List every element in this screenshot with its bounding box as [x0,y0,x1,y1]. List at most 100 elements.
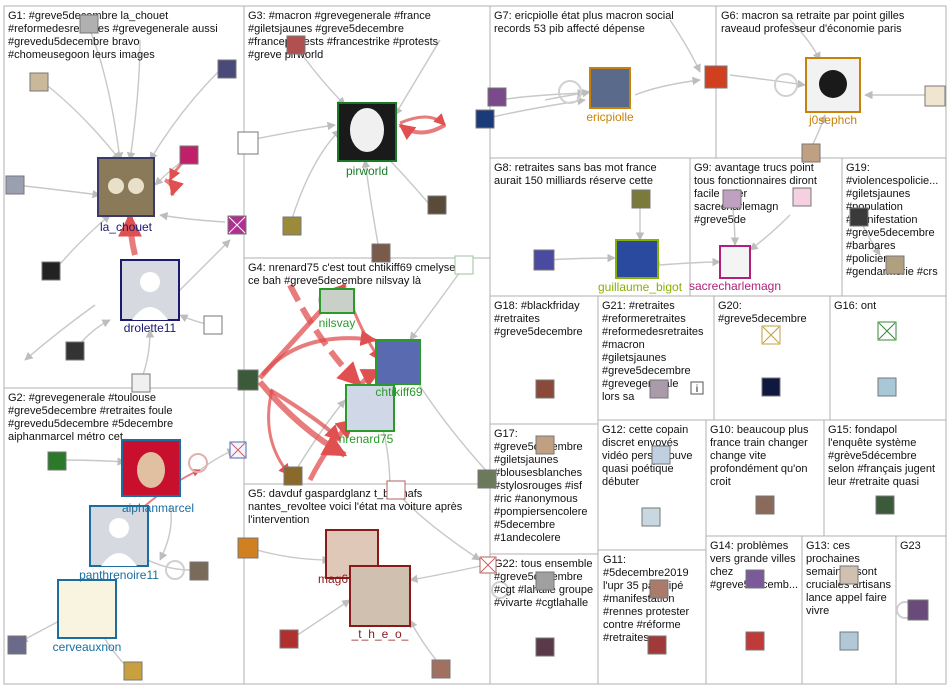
avatar-thumb[interactable] [180,146,198,164]
avatar-thumb[interactable] [6,176,24,194]
group-label-line: ce bah #greve5decembre nilsvay là [248,275,422,287]
node-label[interactable]: sacrecharlemagn [689,279,781,293]
node-avatar-nilsvay[interactable] [320,289,354,313]
node-label[interactable]: guillaume_bigot [598,280,683,294]
avatar-thumb[interactable] [190,562,208,580]
avatar-thumb[interactable] [42,262,60,280]
node-avatar-ericpiolle[interactable] [590,68,630,108]
group-label-line: G17: [494,428,518,440]
node-label[interactable]: chtikiff69 [375,385,422,399]
group-label-line: #reformedesretraites #grevegenerale auss… [8,23,218,35]
avatar-thumb[interactable] [756,496,774,514]
node-label[interactable]: ericpiolle [586,110,634,124]
avatar-thumb[interactable] [840,566,858,584]
avatar-thumb[interactable] [746,570,764,588]
avatar-thumb[interactable] [648,636,666,654]
avatar-thumb[interactable] [284,467,302,485]
node-label[interactable]: _t_h_e_o_ [351,627,409,641]
avatar-thumb[interactable] [478,470,496,488]
node-label[interactable]: panthrenoire11 [79,568,159,582]
avatar-thumb[interactable] [925,86,945,106]
avatar-thumb[interactable] [536,638,554,656]
avatar-thumb[interactable] [536,436,554,454]
avatar-thumb[interactable] [124,662,142,680]
avatar-thumb[interactable] [280,630,298,648]
group-label-line: #pompiersencolere [494,506,588,518]
avatar-thumb[interactable] [66,342,84,360]
node-avatar-guillaume_bigot[interactable] [616,240,658,278]
group-label-line: selon #français jugent [828,463,935,475]
node-label[interactable]: drolette11 [124,321,177,335]
avatar-thumb[interactable] [238,370,258,390]
group-label-line: l'intervention [248,514,309,526]
avatar-thumb[interactable] [428,196,446,214]
avatar-thumb[interactable] [432,660,450,678]
group-label-line: G4: nrenard75 c'est tout chtikiff69 cmel… [248,262,461,274]
node-label[interactable]: aiphanmarcel [122,501,194,515]
group-label-line: #chomeusegoon leurs images [8,49,155,61]
avatar-thumb[interactable] [238,132,258,154]
node-avatar-la_chouet[interactable] [98,158,154,216]
avatar-thumb[interactable] [283,217,301,235]
avatar-thumb[interactable] [908,600,928,620]
node-avatar-sacrecharlemagn[interactable] [720,246,750,278]
avatar-thumb[interactable] [850,208,868,226]
group-label-line: #greve5decembre [602,365,691,377]
node-label[interactable]: pirworld [346,164,388,178]
avatar-thumb[interactable] [48,452,66,470]
avatar-thumb[interactable] [238,538,258,558]
group-label-line: vers grande villes [710,553,796,565]
avatar-thumb[interactable] [8,636,26,654]
node-label[interactable]: nilsvay [319,316,356,330]
avatar-thumb[interactable] [723,190,741,208]
avatar-thumb[interactable] [534,250,554,270]
avatar-thumb[interactable] [372,244,390,262]
group-label-line: aiphanmarcel métro cet [8,431,123,443]
avatar-thumb[interactable] [650,580,668,598]
group-label-line: raveaud professeur d'économie paris [721,23,902,35]
node-label[interactable]: mag6 [318,572,348,586]
group-label-line: #grevedu5decembre #5decembre [8,418,173,430]
avatar-thumb[interactable] [455,256,473,274]
group-label-line: #ric #anonymous [494,493,578,505]
node-avatar-t_h_e_o[interactable] [350,566,410,626]
node-label[interactable]: cerveauxnon [53,640,122,654]
avatar-thumb[interactable] [476,110,494,128]
avatar-thumb[interactable] [802,144,820,162]
avatar-thumb[interactable] [876,496,894,514]
group-box-g16 [830,296,946,420]
group-label-line: profondément qu'on [710,463,808,475]
avatar-thumb[interactable] [218,60,236,78]
avatar-thumb[interactable] [632,190,650,208]
node-label[interactable]: nrenard75 [339,432,394,446]
avatar-thumb[interactable] [30,73,48,91]
avatar-thumb[interactable] [793,188,811,206]
node-avatar-cerveauxnon[interactable] [58,580,116,638]
node-avatar-chtikiff69[interactable] [376,340,420,384]
avatar-thumb[interactable] [287,36,305,54]
avatar-thumb[interactable] [536,380,554,398]
avatar-thumb[interactable] [878,378,896,396]
avatar-thumb[interactable] [840,632,858,650]
node-label[interactable]: la_chouet [100,220,153,234]
avatar-thumb[interactable] [132,374,150,392]
avatar-thumb[interactable] [762,378,780,396]
avatar-thumb[interactable] [204,316,222,334]
avatar-thumb[interactable] [488,88,506,106]
avatar-thumb[interactable] [652,446,670,464]
node-label[interactable]: j0sephch [808,113,857,127]
avatar-thumb[interactable] [80,15,98,33]
avatar-thumb[interactable] [387,481,405,499]
avatar-thumb[interactable] [886,256,904,274]
group-label-g2: G2: #grevegenerale #toulouse#greve5decem… [8,392,173,443]
group-label-g7: G7: ericpiolle état plus macron socialre… [494,10,674,35]
avatar-thumb[interactable] [642,508,660,526]
avatar-thumb[interactable] [746,632,764,650]
group-label-line: #rennes protester [603,606,690,618]
avatar-thumb[interactable] [705,66,727,88]
avatar-thumb[interactable] [650,380,668,398]
group-label-line: G22: tous ensemble [494,558,592,570]
avatar-thumb[interactable] [536,572,554,590]
